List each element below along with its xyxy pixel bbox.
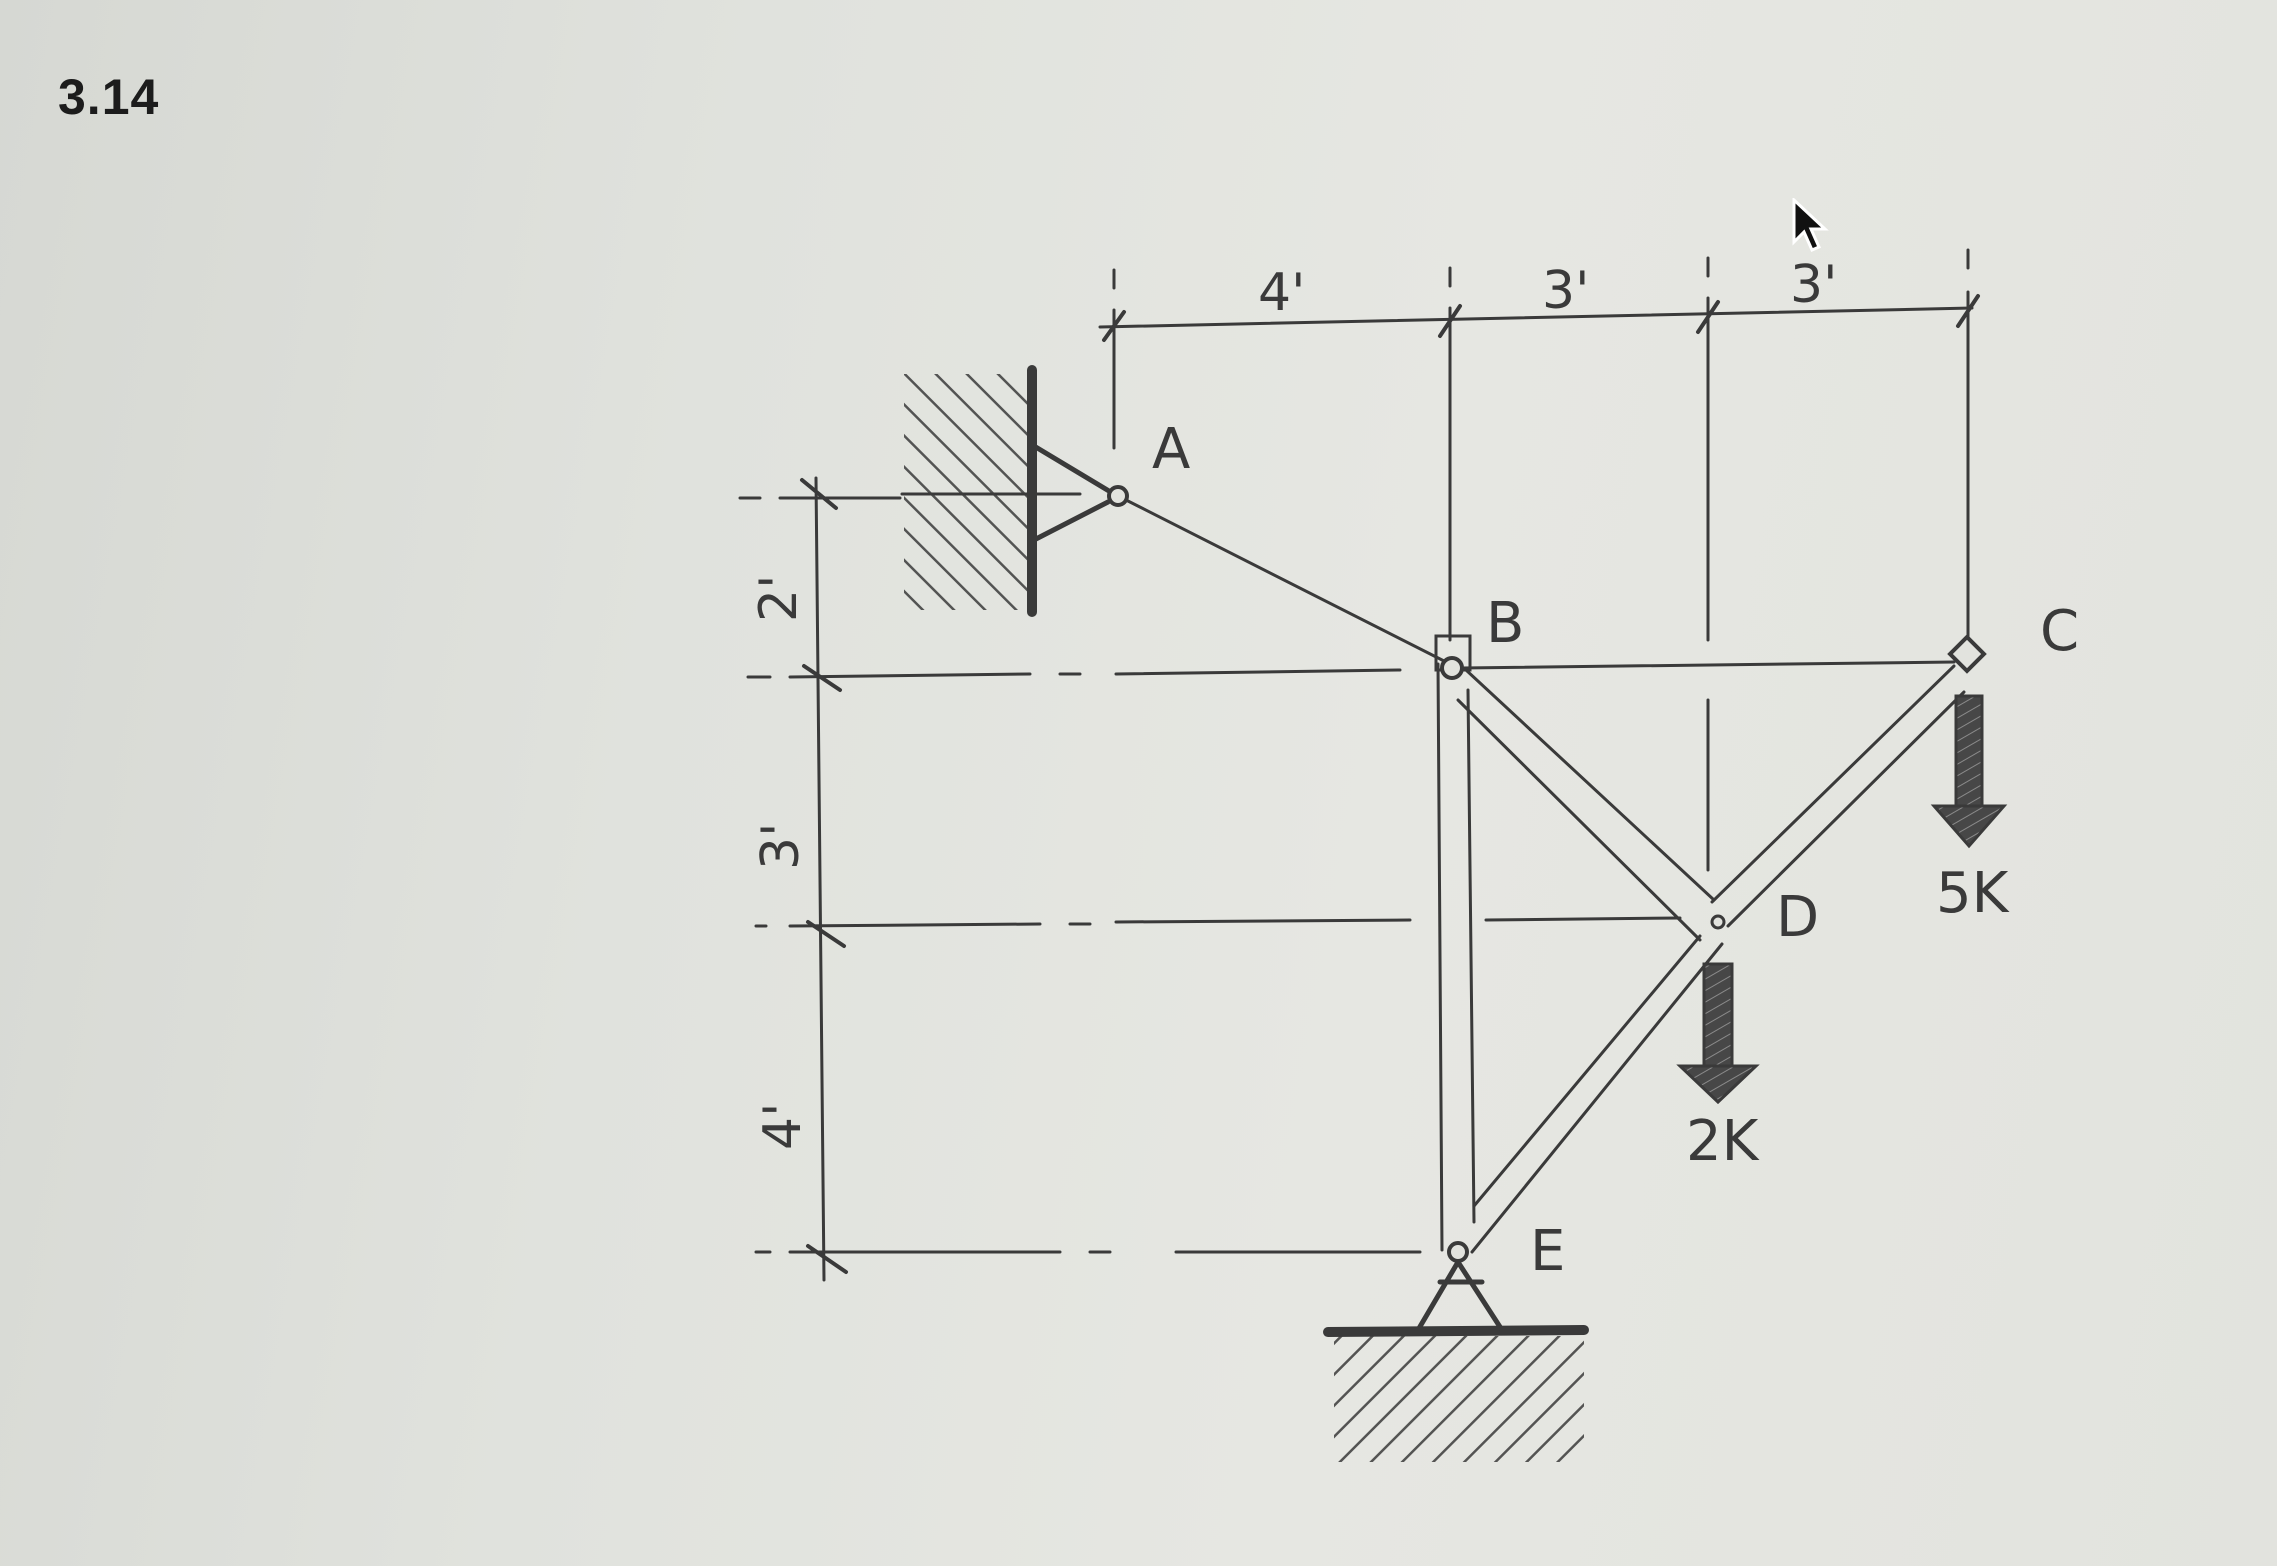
node-label-e: E: [1530, 1219, 1565, 1284]
load-label-d: 2K: [1686, 1109, 1760, 1174]
load-arrow-d: [1676, 962, 1760, 1105]
vertical-dimension-line: [738, 476, 1682, 1282]
dimension-label-2ft: 2': [749, 575, 809, 622]
node-label-d: D: [1776, 885, 1819, 950]
dimension-label-3ft-v: 3': [751, 823, 811, 870]
mouse-cursor-icon: [1792, 198, 1829, 252]
member-cd: [1710, 634, 1987, 928]
ground-support-e: [1323, 1241, 1589, 1462]
member-be: [1434, 634, 1476, 1252]
load-arrow-c: [1930, 694, 2008, 849]
node-label-c: C: [2040, 599, 2079, 664]
member-de: [1470, 914, 1726, 1254]
member-ab: [1124, 498, 1452, 666]
load-label-c: 5K: [1936, 861, 2010, 926]
member-bc: [1460, 660, 1956, 670]
member-bd: [1456, 668, 1716, 942]
dimension-label-3ft-1: 3': [1542, 261, 1589, 321]
node-label-a: A: [1152, 417, 1190, 482]
horizontal-dimension-line: [1098, 248, 1980, 872]
dimension-label-4ft: 4': [1258, 263, 1305, 323]
problem-number: 3.14: [58, 69, 160, 125]
node-label-b: B: [1486, 591, 1524, 656]
dimension-label-3ft-2: 3': [1790, 255, 1837, 315]
wall-support-a: [900, 365, 1129, 617]
dimension-label-4ft-v: 4': [753, 1103, 813, 1150]
